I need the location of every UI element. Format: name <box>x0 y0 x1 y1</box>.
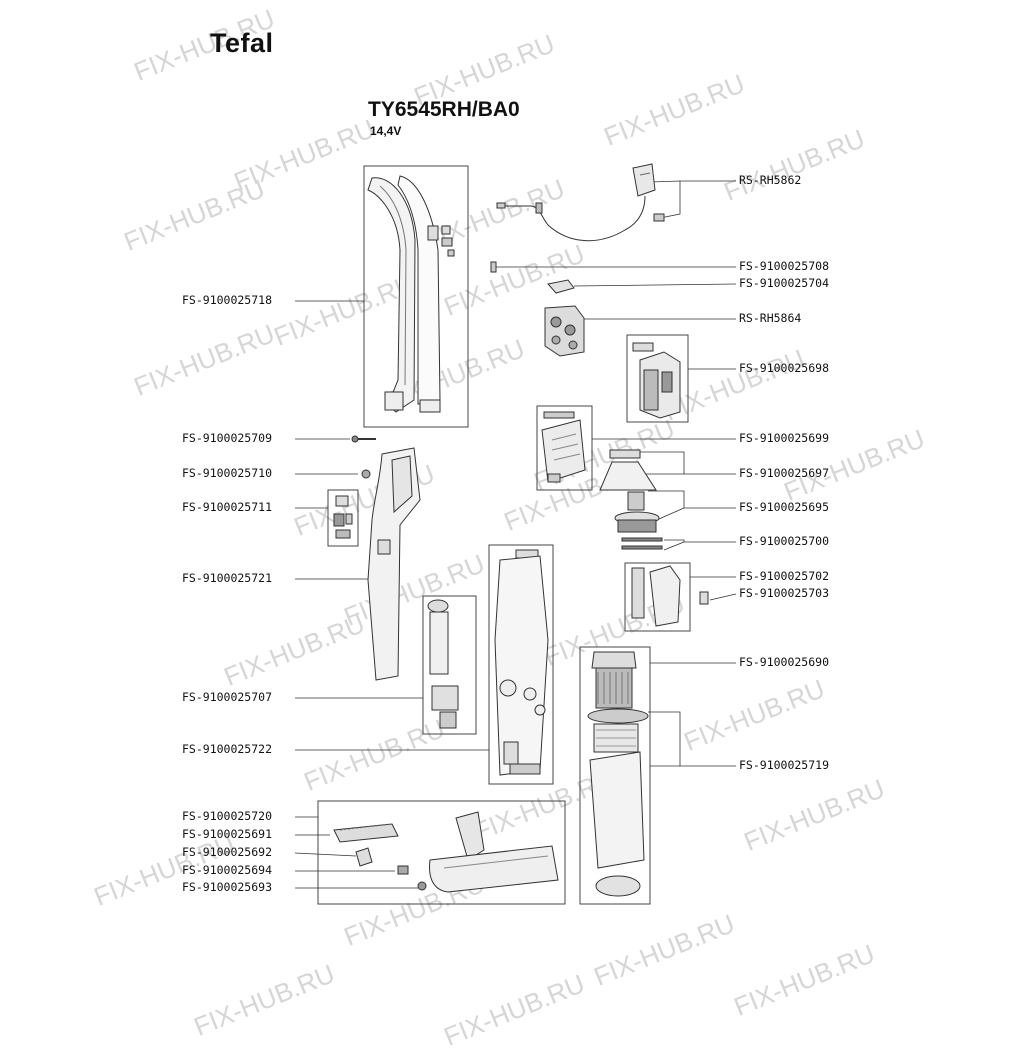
clip-group-box <box>327 489 359 547</box>
part-label: FS-9100025711 <box>182 500 273 514</box>
part-label: FS-9100025700 <box>739 534 830 548</box>
cone-filter-part <box>599 449 657 491</box>
motor-part <box>544 305 585 357</box>
clip-part <box>333 495 353 539</box>
brand-logo: Tefal <box>210 28 274 58</box>
model-title: TY6545RH/BA0 <box>368 98 520 121</box>
screw-part <box>351 435 376 443</box>
part-label: FS-9100025720 <box>182 809 273 823</box>
cover-part <box>541 411 586 483</box>
part-label: RS-RH5864 <box>739 311 802 325</box>
part-label: FS-9100025721 <box>182 571 273 585</box>
floor-brush-part <box>333 811 559 893</box>
part-label: FS-9100025693 <box>182 880 273 894</box>
nut-part <box>361 469 371 479</box>
battery-group-box <box>626 334 689 423</box>
battery-part <box>632 342 681 419</box>
part-label: FS-9100025718 <box>182 293 273 307</box>
lower-handle-part <box>367 447 421 681</box>
brush-group-box <box>317 800 566 905</box>
part-label: FS-9100025692 <box>182 845 273 859</box>
part-label: FS-9100025702 <box>739 569 830 583</box>
leader-lines <box>294 180 737 889</box>
part-label: FS-9100025708 <box>739 259 830 273</box>
seal-part <box>614 491 660 533</box>
part-label: FS-9100025722 <box>182 742 273 756</box>
bracket-part <box>547 279 575 294</box>
dust-bin-part <box>587 651 649 897</box>
bin-group-box <box>579 646 651 905</box>
voltage-label: 14,4V <box>370 124 402 138</box>
part-label: FS-9100025709 <box>182 431 273 445</box>
group-boxes <box>317 165 691 905</box>
handle-group-box <box>363 165 469 428</box>
part-label: FS-9100025697 <box>739 466 830 480</box>
connector-part <box>490 261 497 273</box>
tube-part <box>427 599 459 729</box>
latch-part <box>631 565 709 627</box>
part-label: FS-9100025704 <box>739 276 830 290</box>
part-label: FS-9100025695 <box>739 500 830 514</box>
latch-group-box <box>624 562 691 632</box>
exploded-parts-diagram <box>294 163 737 905</box>
part-label: FS-9100025699 <box>739 431 830 445</box>
part-label: FS-9100025719 <box>739 758 830 772</box>
handle-part <box>367 175 455 413</box>
main-body-part <box>494 549 549 776</box>
cover-group-box <box>536 405 593 491</box>
tube-group-box <box>422 595 477 735</box>
part-label: FS-9100025694 <box>182 863 273 877</box>
part-label: FS-9100025691 <box>182 827 273 841</box>
part-label: RS-RH5862 <box>739 173 802 187</box>
body-group-box <box>488 544 554 785</box>
part-label: FS-9100025690 <box>739 655 830 669</box>
part-label: FS-9100025707 <box>182 690 273 704</box>
ring-part <box>621 537 663 550</box>
part-label: FS-9100025703 <box>739 586 830 600</box>
part-label: FS-9100025710 <box>182 466 273 480</box>
part-label: FS-9100025698 <box>739 361 830 375</box>
charger-part <box>496 163 665 242</box>
